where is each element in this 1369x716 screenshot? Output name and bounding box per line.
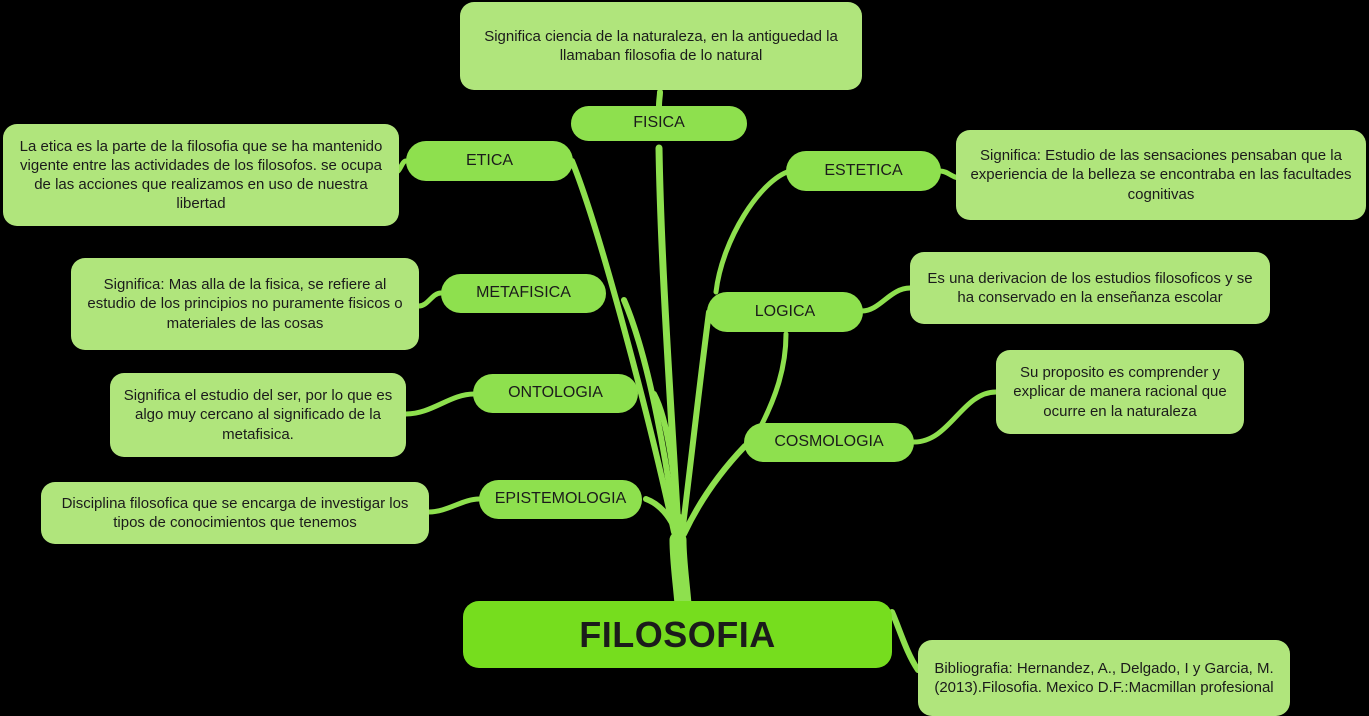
description-epistemologia[interactable]: Disciplina filosofica que se encarga de … [41,482,429,544]
branch-estetica[interactable]: ESTETICA [786,151,941,191]
description-metafisica-text: Significa: Mas alla de la fisica, se ref… [87,276,403,332]
bibliography-text: Bibliografia: Hernandez, A., Delgado, I … [934,659,1274,696]
link-root-ontologia [651,391,681,537]
trunk-fan [671,513,690,611]
link-root-bibliography [889,609,921,673]
branch-etica-label: ETICA [465,151,514,169]
description-cosmologia[interactable]: Su proposito es comprender y explicar de… [996,350,1244,434]
link-root-logica [679,309,712,537]
description-logica-text: Es una derivacion de los estudios filoso… [927,269,1253,306]
link-root-etica [569,158,677,535]
root-node-filosofia[interactable]: FILOSOFIA [463,601,892,668]
link-metafisica-desc [416,290,444,309]
link-cosmologia-desc [911,389,999,445]
description-etica[interactable]: La etica es la parte de la filosofia que… [3,124,399,226]
branch-epistemologia-label: EPISTEMOLOGIA [494,490,627,508]
description-ontologia-text: Significa el estudio del ser, por lo que… [123,387,393,443]
description-etica-text: La etica es la parte de la filosofia que… [19,137,383,213]
link-fisica-desc [656,89,663,109]
link-root-fisica [655,144,682,534]
branch-ontologia-label: ONTOLOGIA [508,384,603,402]
branch-fisica-label: FISICA [633,114,685,132]
branch-logica[interactable]: LOGICA [707,292,863,332]
branch-estetica-label: ESTETICA [824,161,903,179]
link-logica-desc [859,285,913,314]
description-logica[interactable]: Es una derivacion de los estudios filoso… [910,252,1270,324]
link-root-cosmologia [681,443,748,537]
branch-cosmologia[interactable]: COSMOLOGIA [744,423,914,462]
link-ontologia-desc [403,391,477,417]
link-logica-cosmologia [759,331,789,427]
description-ontologia[interactable]: Significa el estudio del ser, por lo que… [110,373,406,457]
branch-logica-label: LOGICA [754,302,816,320]
branch-etica[interactable]: ETICA [406,141,573,181]
link-root-epistemologia [643,496,681,539]
branch-cosmologia-label: COSMOLOGIA [774,433,884,451]
link-estetica-logica [713,168,793,295]
branch-epistemologia[interactable]: EPISTEMOLOGIA [479,480,642,519]
branch-fisica[interactable]: FISICA [571,106,747,141]
branch-ontologia[interactable]: ONTOLOGIA [473,374,638,413]
description-fisica-text: Significa ciencia de la naturaleza, en l… [484,27,838,64]
root-node-label: FILOSOFIA [579,613,776,655]
description-fisica[interactable]: Significa ciencia de la naturaleza, en l… [460,2,862,90]
description-estetica-text: Significa: Estudio de las sensaciones pe… [970,147,1352,203]
link-epistemologia-desc [426,496,482,515]
branch-metafisica-label: METAFISICA [476,284,571,302]
bibliography-box[interactable]: Bibliografia: Hernandez, A., Delgado, I … [918,640,1290,716]
branch-metafisica[interactable]: METAFISICA [441,274,606,313]
description-epistemologia-text: Disciplina filosofica que se encarga de … [61,494,409,531]
description-metafisica[interactable]: Significa: Mas alla de la fisica, se ref… [71,258,419,350]
description-estetica[interactable]: Significa: Estudio de las sensaciones pe… [956,130,1366,220]
description-cosmologia-text: Su proposito es comprender y explicar de… [1013,364,1227,420]
trunk-connector [669,531,692,613]
